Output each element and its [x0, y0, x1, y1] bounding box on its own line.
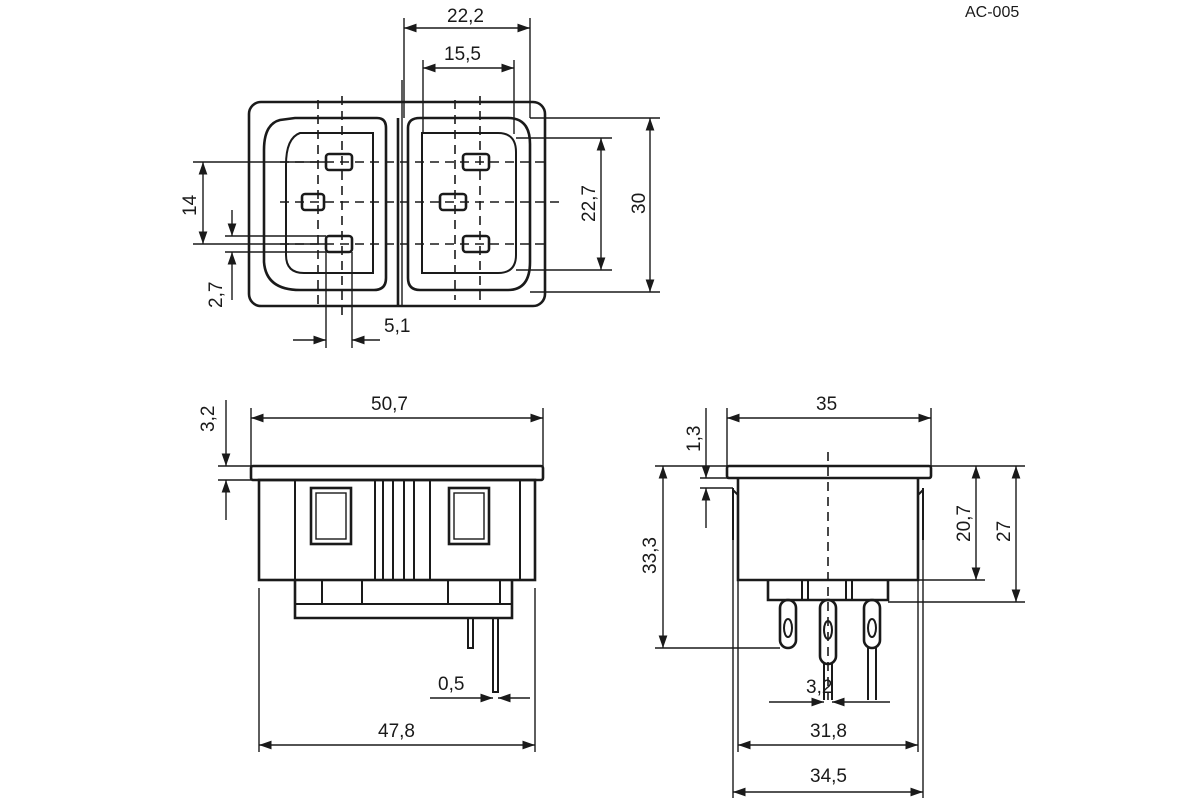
top-view: 22,2 15,5 22,7 30 14 2,7 5,1: [180, 6, 660, 348]
dim-22-7: 22,7: [579, 185, 600, 222]
dim-5-1: 5,1: [384, 316, 410, 337]
front-window-right: [447, 486, 491, 546]
left-socket-outline: [262, 116, 388, 292]
dim-20-7: 20,7: [954, 505, 975, 542]
dim-0-5: 0,5: [438, 674, 464, 695]
dim-34-5: 34,5: [810, 766, 847, 787]
side-flange: [725, 464, 933, 480]
dim-3-2-front: 3,2: [198, 406, 219, 432]
dim-2-7: 2,7: [206, 282, 227, 308]
dim-33-3: 33,3: [640, 537, 661, 574]
side-pin-right: [862, 598, 882, 650]
dim-15-5: 15,5: [444, 44, 481, 65]
front-pin-1: [467, 617, 474, 649]
dim-1-3: 1,3: [684, 426, 705, 452]
front-pin-2: [492, 617, 499, 693]
model-code: AC-005: [965, 4, 1019, 21]
dim-14: 14: [180, 194, 201, 216]
dim-3-2-side: 3,2: [806, 677, 832, 698]
dim-31-8: 31,8: [810, 721, 847, 742]
front-view: 50,7 3,2 47,8 0,5: [198, 394, 545, 752]
front-flange: [249, 464, 545, 482]
dim-50-7: 50,7: [371, 394, 408, 415]
dim-27: 27: [994, 521, 1015, 542]
side-pin-center: [818, 598, 838, 666]
dim-22-2: 22,2: [447, 6, 484, 27]
front-window-left: [309, 486, 353, 546]
side-view: 35 1,3 33,3 20,7 27 3,2 31,8 34,: [640, 394, 1025, 798]
side-pin-left: [778, 598, 798, 650]
dim-35: 35: [816, 394, 837, 415]
right-socket-outline: [406, 116, 532, 292]
front-body: [257, 478, 537, 582]
dim-30: 30: [629, 193, 650, 214]
dim-47-8: 47,8: [378, 721, 415, 742]
